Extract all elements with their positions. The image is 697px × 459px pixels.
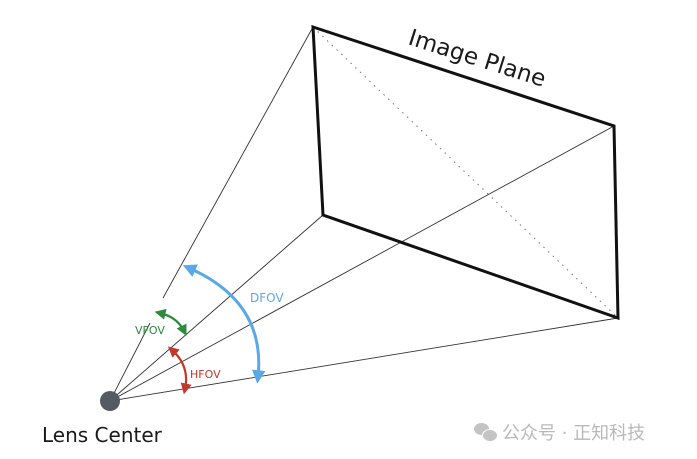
ray-top-left	[109, 322, 151, 402]
hfov-arc	[167, 346, 192, 395]
hfov-label: HFOV	[190, 368, 221, 381]
vfov-arc	[154, 308, 187, 336]
image-plane	[311, 24, 620, 321]
dfov-label: DFOV	[250, 291, 284, 305]
lens-center-label: Lens Center	[42, 423, 163, 447]
watermark-text: 公众号 · 正知科技	[502, 423, 646, 444]
dfov-arc	[182, 264, 266, 384]
lens-center-dot	[100, 391, 120, 411]
wechat-icon	[474, 423, 498, 442]
ray-top-left-upper	[162, 26, 314, 299]
watermark: 公众号 · 正知科技	[474, 419, 645, 445]
ray-bottom-right	[109, 317, 619, 402]
vfov-label: VFOV	[135, 324, 165, 337]
plane-diagonal	[312, 26, 619, 319]
